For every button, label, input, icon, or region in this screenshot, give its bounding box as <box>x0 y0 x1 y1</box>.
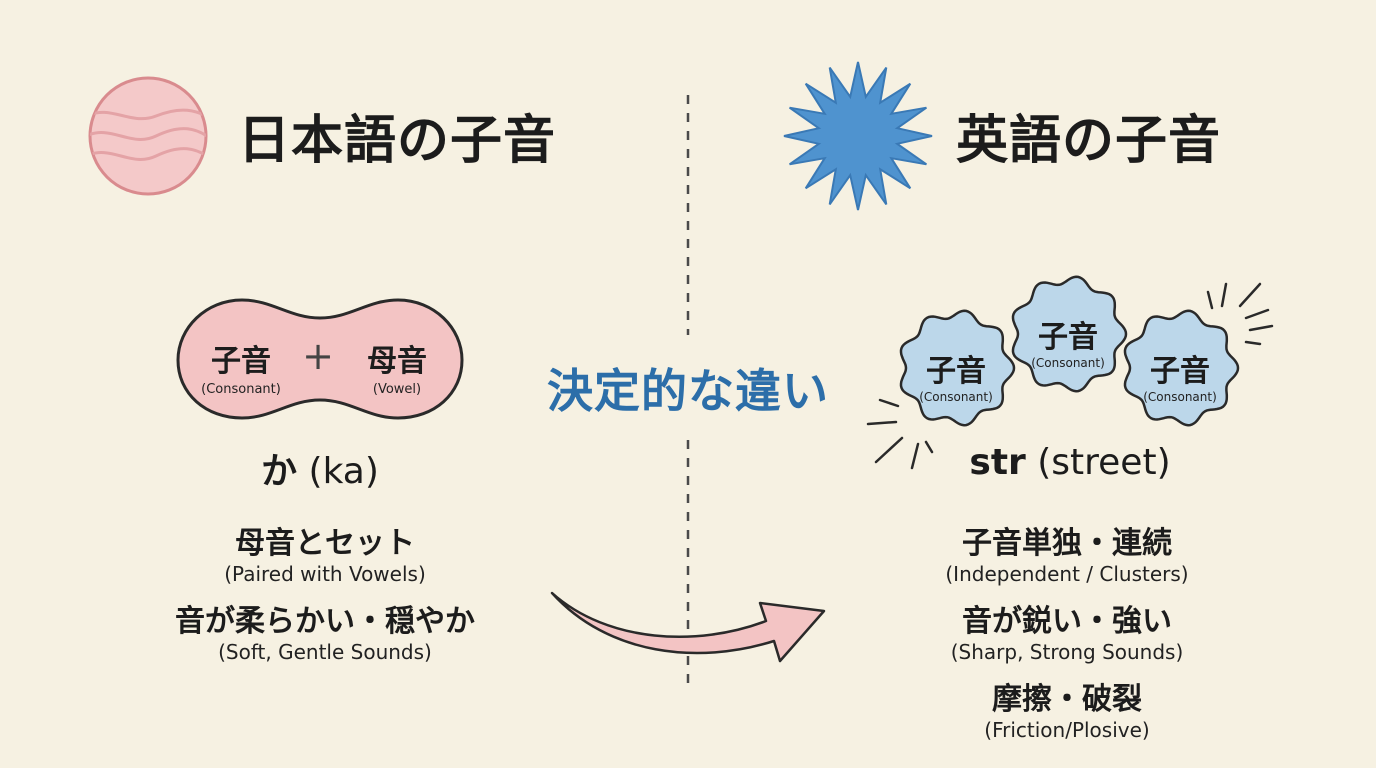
badge-consonant-label: 子音 <box>1038 320 1098 355</box>
pill-plus-sign: + <box>302 334 334 378</box>
feature-jp: 子音単独・連続 <box>962 526 1172 561</box>
badge-consonant-english: (Consonant) <box>1031 356 1105 370</box>
pill-vowel: 母音 (Vowel) <box>352 336 442 397</box>
transition-arrow <box>550 591 826 663</box>
consonant-badge-shape <box>899 309 1016 427</box>
consonant-badge: 子音 (Consonant) <box>906 346 1006 404</box>
badge-consonant-label: 子音 <box>1150 354 1210 389</box>
feature-jp: 音が柔らかい・穏やか <box>175 604 475 639</box>
badge-consonant-english: (Consonant) <box>1143 390 1217 404</box>
consonant-cluster-badges <box>866 275 1274 470</box>
consonant-badge: 子音 (Consonant) <box>1130 346 1230 404</box>
english-feature-item: 音が鋭い・強い (Sharp, Strong Sounds) <box>890 596 1244 664</box>
feature-jp: 摩擦・破裂 <box>992 682 1142 717</box>
feature-en: (Independent / Clusters) <box>945 562 1189 586</box>
english-example: str (street) <box>920 442 1220 483</box>
english-consonants-title: 英語の子音 <box>956 111 1222 171</box>
pill-consonant-english: (Consonant) <box>201 382 281 397</box>
japanese-feature-item: 音が柔らかい・穏やか (Soft, Gentle Sounds) <box>140 596 510 664</box>
sharp-starburst-icon <box>783 61 933 211</box>
soft-sphere-icon <box>88 76 208 196</box>
pill-vowel-english: (Vowel) <box>372 382 422 397</box>
feature-en: (Soft, Gentle Sounds) <box>218 640 432 664</box>
japanese-example: か (ka) <box>180 442 460 494</box>
japanese-feature-list: 母音とセット (Paired with Vowels) 音が柔らかい・穏やか (… <box>140 518 510 664</box>
japanese-feature-item: 母音とセット (Paired with Vowels) <box>140 518 510 586</box>
pill-consonant-label: 子音 <box>211 344 271 379</box>
example-kana: か <box>261 451 298 492</box>
example-cluster: str <box>969 442 1026 483</box>
consonant-vowel-pill <box>176 298 464 420</box>
feature-jp: 音が鋭い・強い <box>962 604 1172 639</box>
feature-jp: 母音とセット <box>235 526 415 561</box>
example-romaji: (ka) <box>297 451 379 492</box>
feature-en: (Friction/Plosive) <box>984 718 1150 742</box>
consonant-badge-shape <box>1011 275 1128 393</box>
badge-consonant-english: (Consonant) <box>919 390 993 404</box>
feature-en: (Sharp, Strong Sounds) <box>950 640 1184 664</box>
pill-consonant: 子音 (Consonant) <box>196 336 286 397</box>
decisive-difference-label: 決定的な違い <box>547 364 829 418</box>
english-feature-list: 子音単独・連続 (Independent / Clusters) 音が鋭い・強い… <box>890 518 1244 742</box>
badge-consonant-label: 子音 <box>926 354 986 389</box>
english-feature-item: 子音単独・連続 (Independent / Clusters) <box>890 518 1244 586</box>
feature-en: (Paired with Vowels) <box>224 562 426 586</box>
japanese-consonants-title: 日本語の子音 <box>238 111 557 171</box>
consonant-badge-shape <box>1123 309 1240 427</box>
english-feature-item: 摩擦・破裂 (Friction/Plosive) <box>890 674 1244 742</box>
pill-vowel-label: 母音 <box>367 344 427 379</box>
consonant-badge: 子音 (Consonant) <box>1018 312 1118 370</box>
example-word: (street) <box>1025 442 1171 483</box>
